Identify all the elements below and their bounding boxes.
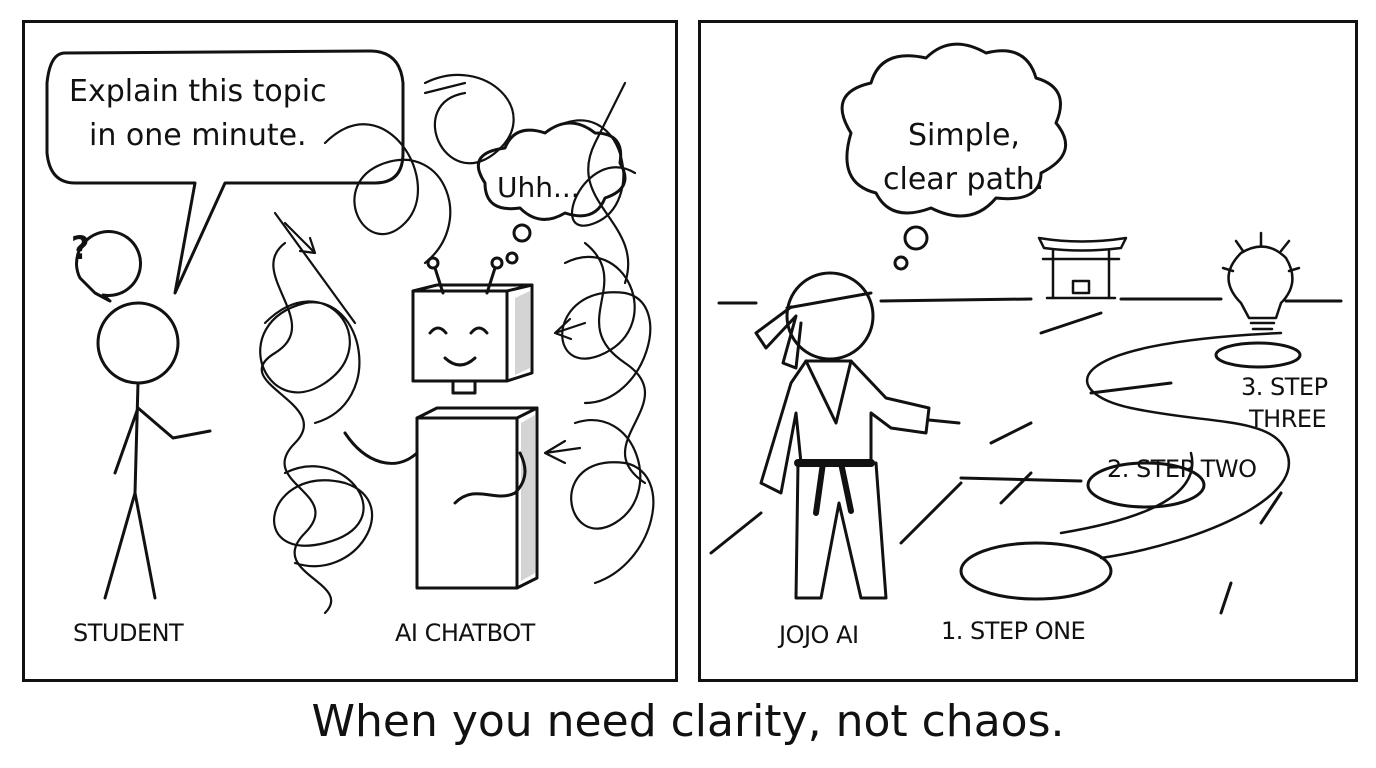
step-one-label: 1. STEP ONE bbox=[941, 617, 1086, 645]
jojo-thought-line-1: Simple, bbox=[908, 118, 1020, 153]
left-panel: Explain this topic in one minute. ? Uhh.… bbox=[22, 20, 678, 682]
speech-bubble-line-1: Explain this topic bbox=[69, 74, 327, 109]
stone-step-one bbox=[959, 541, 1113, 601]
lightbulb-icon bbox=[1221, 231, 1301, 331]
right-panel-drawing bbox=[709, 42, 1343, 615]
speech-bubble-line-2: in one minute. bbox=[89, 118, 307, 153]
stone-step-two bbox=[1086, 461, 1206, 509]
student-figure bbox=[96, 301, 212, 600]
question-mark: ? bbox=[71, 229, 90, 267]
question-bubble-shape bbox=[75, 229, 143, 303]
chatbot-label: AI CHATBOT bbox=[395, 619, 535, 647]
robot-figure bbox=[343, 256, 539, 590]
jojo-thought-line-2: clear path. bbox=[883, 162, 1045, 197]
stone-step-three bbox=[1214, 341, 1302, 369]
comic-caption: When you need clarity, not chaos. bbox=[311, 696, 1065, 747]
student-label: STUDENT bbox=[73, 619, 184, 647]
jojo-label: JOJO AI bbox=[779, 621, 859, 649]
speech-bubble-shape bbox=[45, 49, 405, 295]
chaos-scribbles bbox=[259, 73, 655, 615]
hatching bbox=[515, 291, 535, 581]
step-three-label-line-2: THREE bbox=[1249, 405, 1327, 433]
jojo-figure bbox=[754, 271, 961, 600]
thought-cloud-shape bbox=[840, 42, 1067, 218]
thought-cloud-shape bbox=[476, 121, 627, 221]
chatbot-thought-text: Uhh... bbox=[497, 171, 580, 204]
left-panel-drawing bbox=[45, 49, 655, 615]
step-two-label: 2. STEP TWO bbox=[1107, 455, 1257, 483]
torii-gate-icon bbox=[1037, 236, 1128, 300]
step-three-label-line-1: 3. STEP bbox=[1241, 373, 1328, 401]
right-panel: Simple, clear path. JOJO AI 1. STEP ONE … bbox=[698, 20, 1358, 682]
